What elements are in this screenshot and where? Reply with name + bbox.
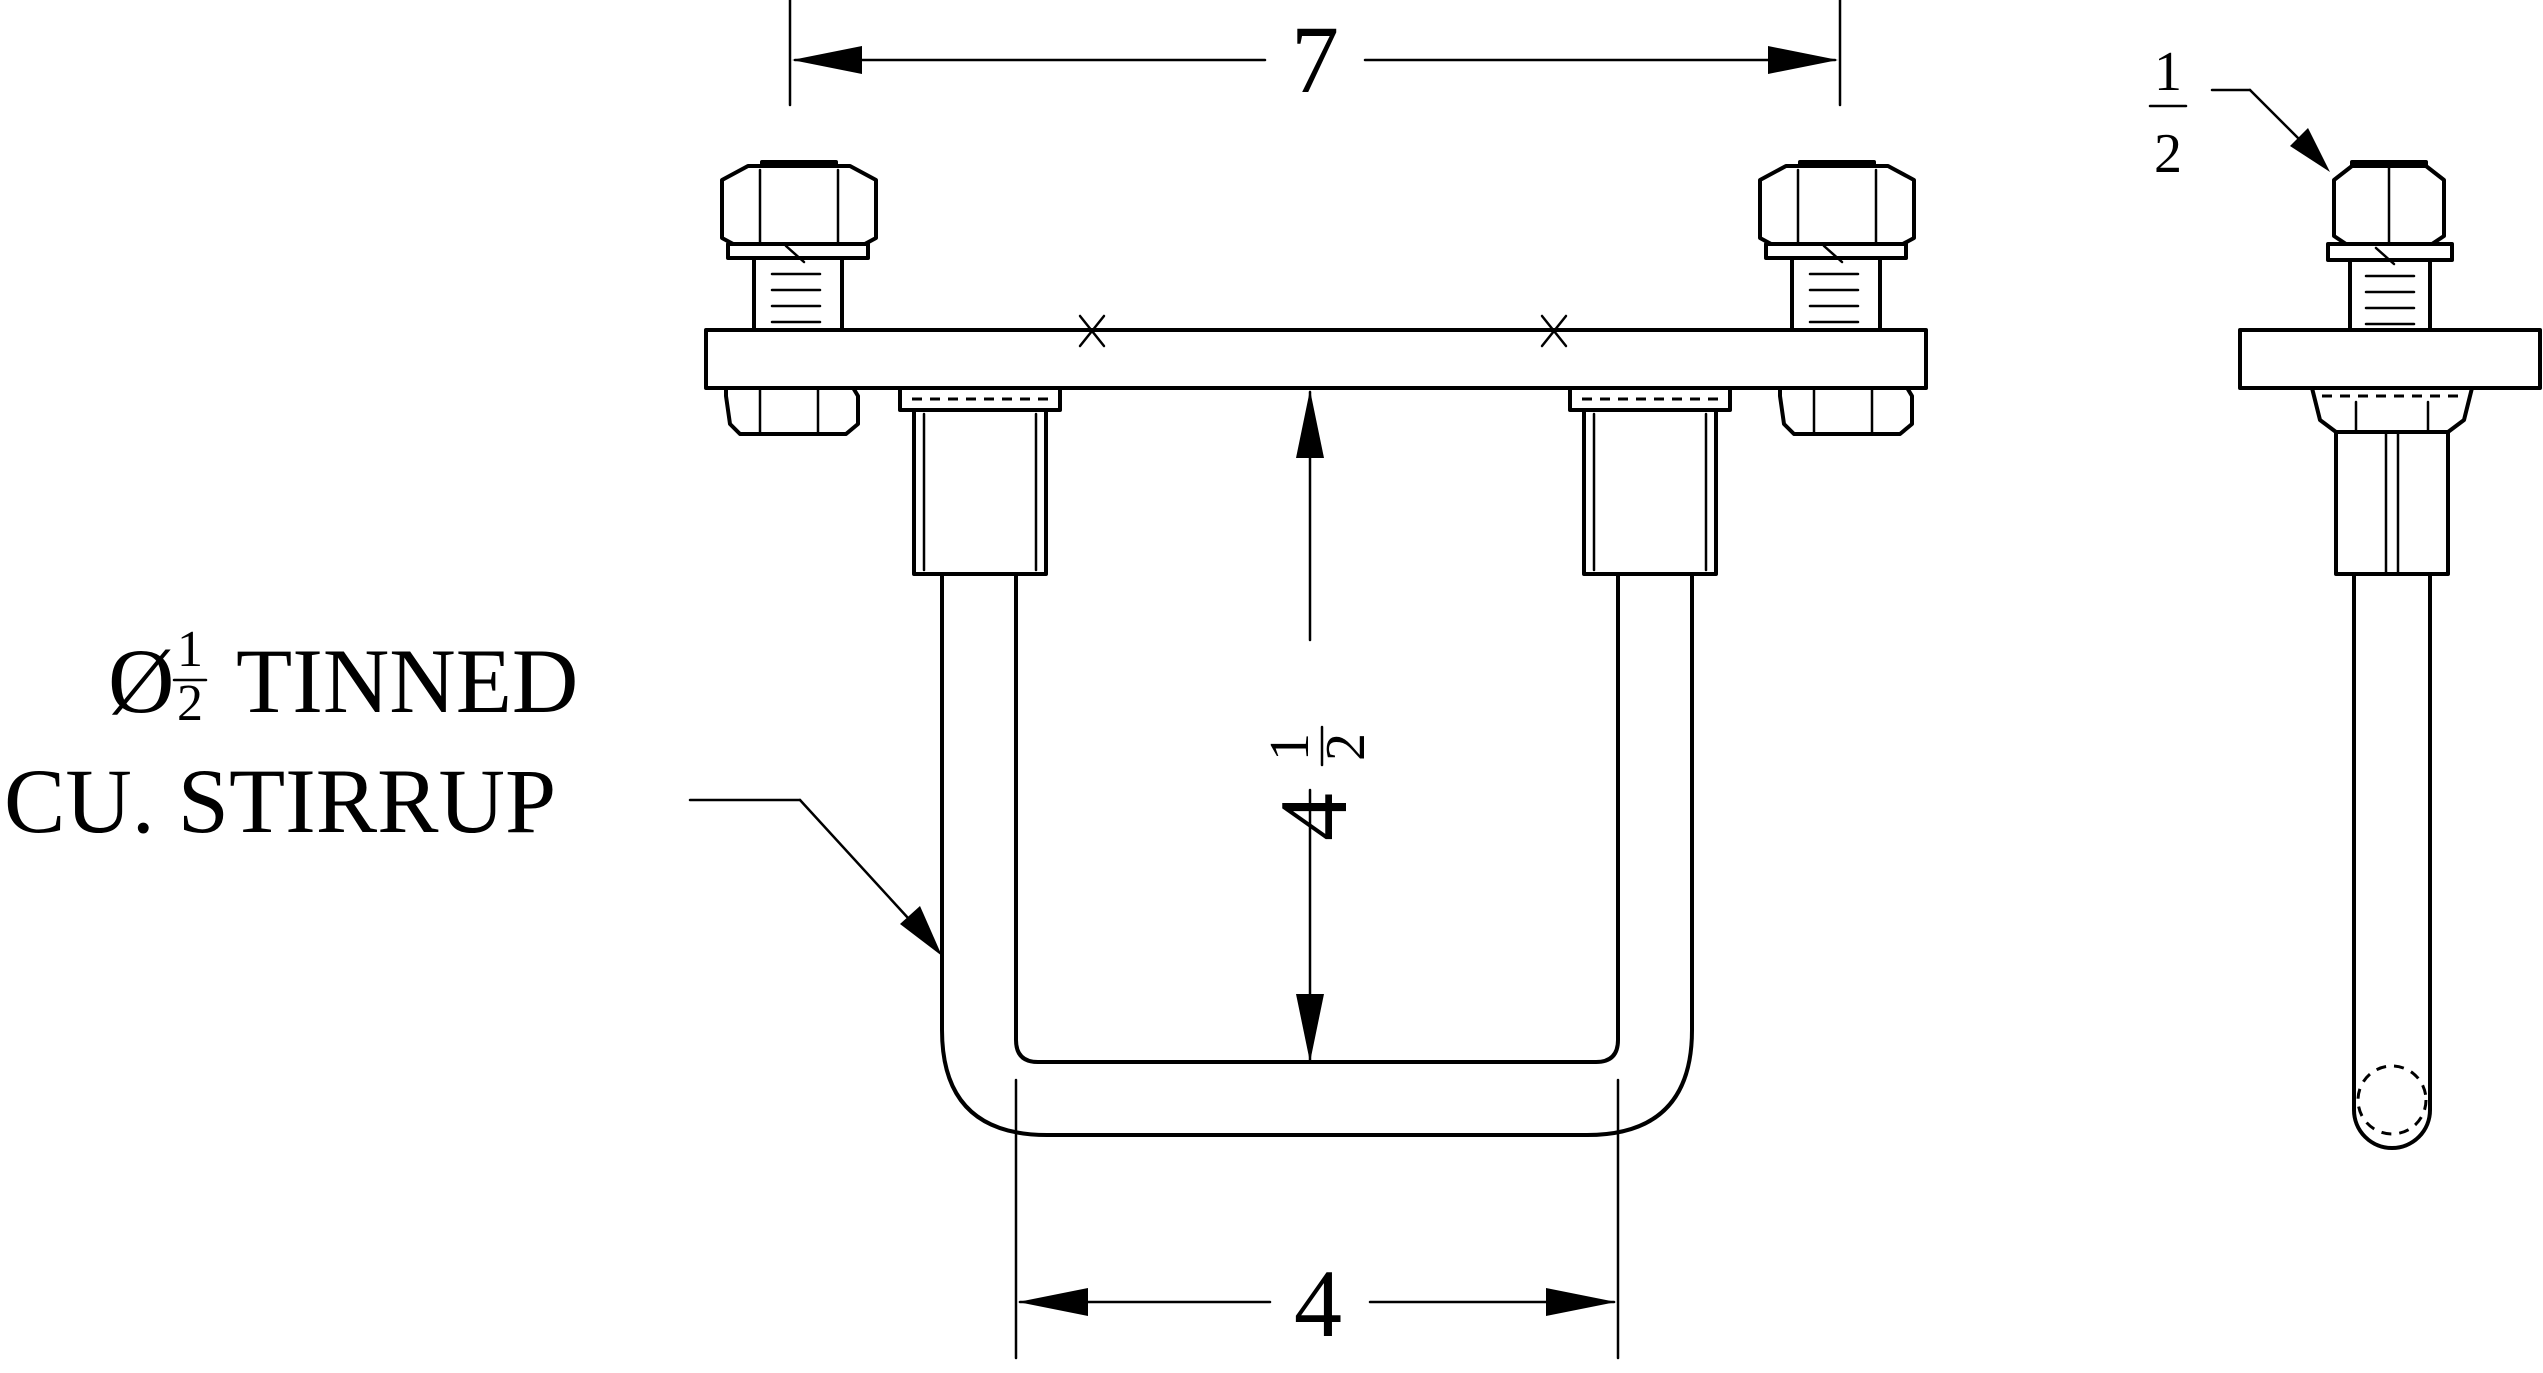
callout-line2-text: CU. STIRRUP [4, 750, 556, 852]
height-frac-num: 1 [1259, 733, 1321, 761]
weld-marks [1078, 314, 1568, 348]
height-dimension: 4 1 2 [1259, 390, 1377, 1062]
side-clamp-bar [2238, 328, 2542, 390]
right-bolt [1758, 160, 1916, 436]
left-sleeve [898, 386, 1062, 576]
inner-width-label: 4 [1294, 1250, 1342, 1357]
left-bolt [720, 160, 878, 436]
callout-frac-den: 2 [177, 675, 203, 732]
side-view: 1 2 [2148, 41, 2542, 1150]
bolt-frac-den: 2 [2154, 123, 2182, 185]
stirrup-callout: Ø 1 2 TINNED CU. STIRRUP [4, 621, 578, 852]
diameter-symbol: Ø [108, 630, 174, 732]
inner-width-dimension: 4 [1014, 1078, 1620, 1360]
front-view: 7 [688, 0, 1928, 1360]
height-whole-label: 4 [1260, 793, 1367, 841]
overall-width-dimension: 7 [788, 0, 1842, 113]
callout-line1-text: TINNED [236, 630, 578, 732]
callout-frac-num: 1 [177, 621, 203, 678]
stirrup-callout-leader [688, 798, 942, 956]
right-sleeve [1568, 386, 1732, 576]
u-stirrup [940, 572, 1694, 1137]
height-frac-den: 2 [1315, 733, 1377, 761]
bolt-frac-num: 1 [2154, 41, 2182, 103]
clamp-bar [704, 328, 1928, 390]
overall-width-label: 7 [1291, 6, 1339, 113]
bolt-diameter-dimension: 1 2 [2148, 41, 2330, 185]
